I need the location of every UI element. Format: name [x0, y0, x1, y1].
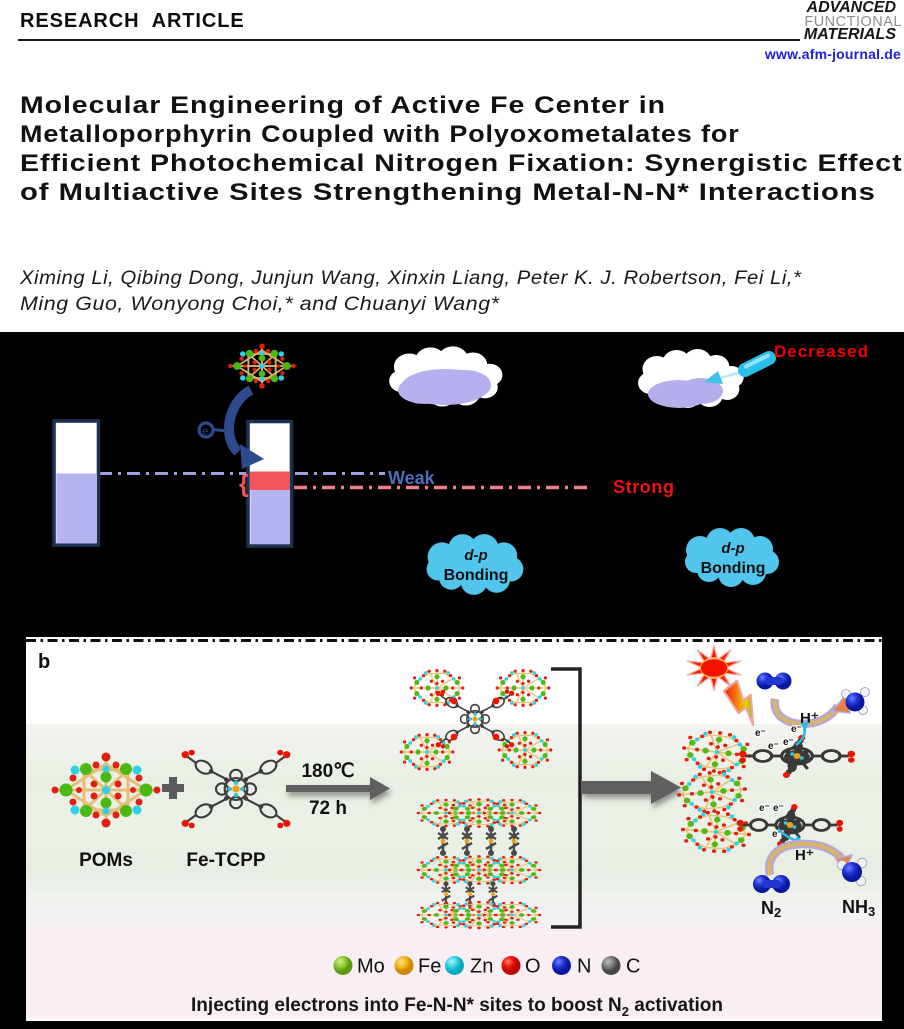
svg-text:Fe-TCPP: Fe-TCPP	[186, 850, 266, 871]
svg-text:NH3: NH3	[842, 897, 875, 919]
svg-text:e⁻: e⁻	[791, 724, 802, 735]
svg-text:Mo: Mo	[357, 956, 385, 978]
svg-text:N2: N2	[761, 898, 781, 920]
svg-text:Weak: Weak	[388, 468, 436, 488]
svg-text:e⁻: e⁻	[768, 741, 779, 752]
svg-text:e: e	[202, 424, 209, 438]
svg-text:Zn: Zn	[470, 956, 493, 978]
svg-text:Strong: Strong	[613, 477, 675, 497]
svg-text:e⁻: e⁻	[755, 728, 766, 739]
svg-text:72 h: 72 h	[309, 798, 347, 819]
svg-text:Bonding: Bonding	[701, 560, 766, 577]
svg-text:Fe: Fe	[418, 956, 441, 978]
svg-text:e⁻: e⁻	[773, 803, 784, 814]
svg-text:H⁺: H⁺	[795, 847, 814, 864]
svg-text:POMs: POMs	[79, 850, 133, 871]
svg-text:C: C	[626, 956, 640, 978]
svg-text:Decreased: Decreased	[774, 342, 869, 361]
svg-text:e⁻: e⁻	[783, 737, 794, 748]
svg-text:180℃: 180℃	[301, 761, 354, 782]
svg-text:d-p: d-p	[721, 540, 744, 557]
svg-text:N: N	[577, 956, 591, 978]
svg-text:d-p: d-p	[464, 547, 487, 564]
svg-text:e⁻: e⁻	[759, 803, 770, 814]
svg-text:O: O	[525, 956, 541, 978]
svg-text:{: {	[239, 470, 249, 498]
svg-text:Bonding: Bonding	[444, 567, 509, 584]
